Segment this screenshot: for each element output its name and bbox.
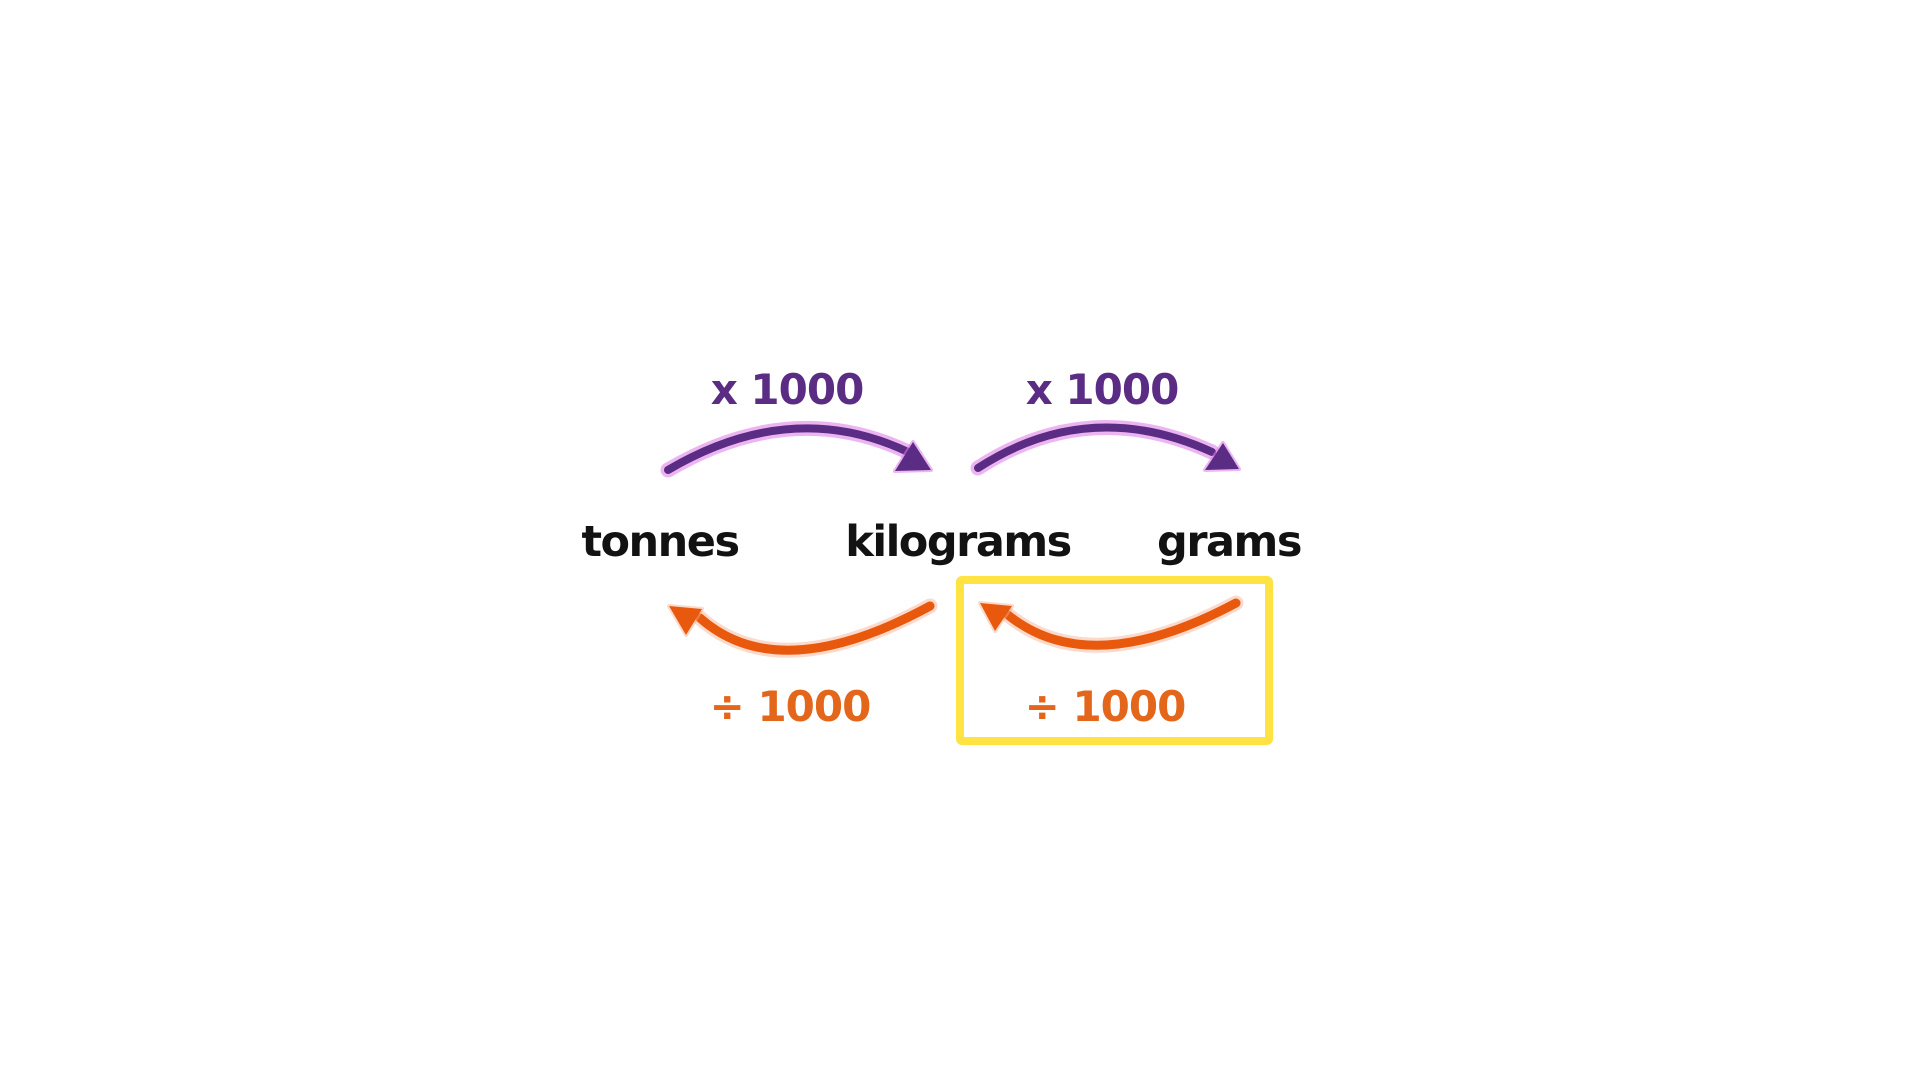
arrowhead-icon (667, 604, 704, 637)
divide-label-grams-to-kilograms: ÷ 1000 (1024, 682, 1187, 731)
multiply-label-tonnes-to-kilograms: x 1000 (710, 365, 865, 414)
multiply-label-kilograms-to-grams: x 1000 (1025, 365, 1180, 414)
divide-label-kilograms-to-tonnes: ÷ 1000 (709, 682, 872, 731)
multiply-arrow-kilograms-to-grams (970, 420, 1241, 476)
multiply-arrow-tonnes-to-kilograms (660, 420, 933, 478)
arc-stroke (974, 423, 1216, 472)
arrowhead-icon (893, 440, 933, 473)
arrowhead-icon (1203, 441, 1241, 472)
divide-arrow-grams-to-kilograms (978, 595, 1244, 653)
arc-stroke (664, 424, 912, 474)
divide-arrow-kilograms-to-tonnes (667, 598, 938, 658)
highlight-box (956, 576, 1273, 745)
arc-stroke (1003, 598, 1241, 650)
arc-stroke (695, 601, 935, 655)
arrowhead-icon (978, 601, 1014, 633)
unit-label-grams: grams (1157, 517, 1302, 567)
unit-label-kilograms: kilograms (845, 517, 1072, 567)
unit-label-tonnes: tonnes (581, 517, 740, 567)
